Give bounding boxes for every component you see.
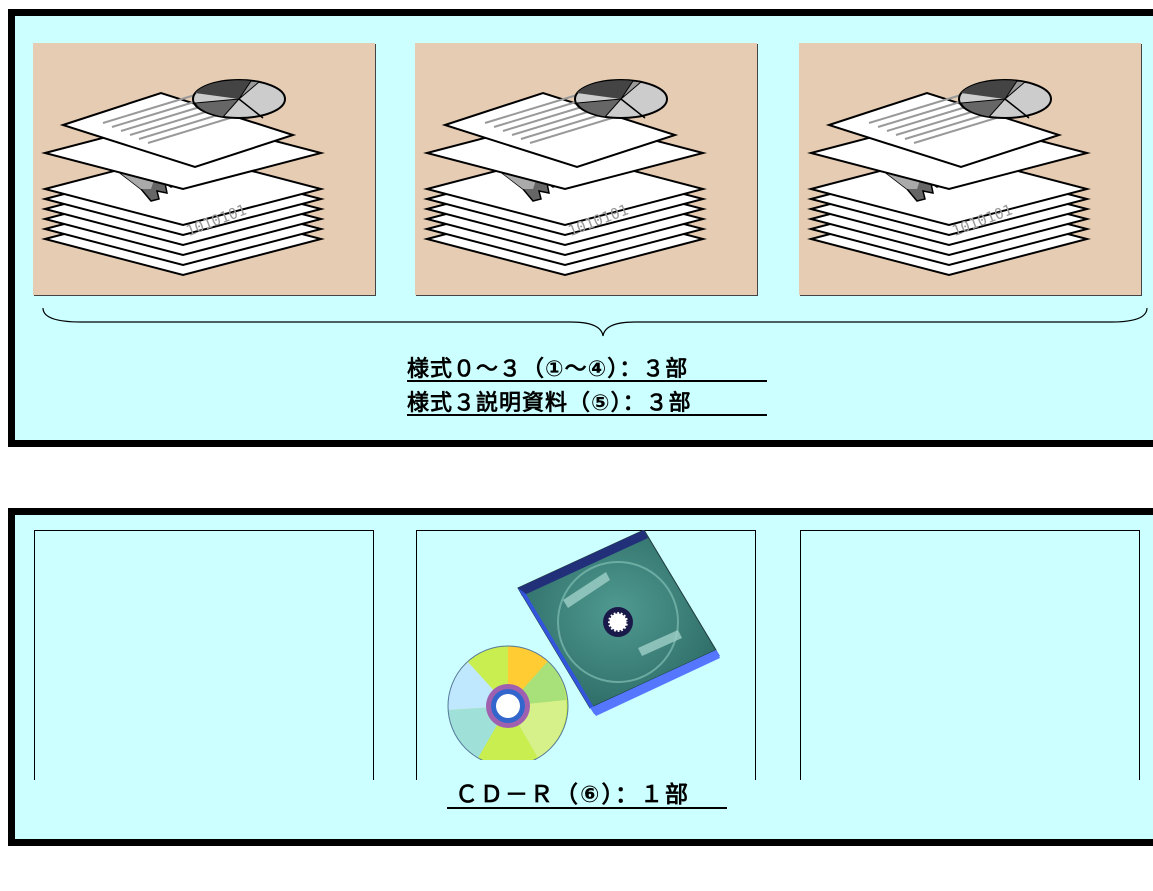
document-stack-icon: 1010101 — [807, 79, 1091, 277]
document-stack-illustration-1: 1010101 — [33, 43, 375, 295]
caption-underline — [407, 414, 767, 416]
caption-underline — [407, 380, 767, 382]
caption-underline — [447, 807, 727, 809]
document-stack-icon: 1010101 — [41, 79, 325, 277]
document-set-panel: 1010101 1010101 1010101 様式０～３（①～④）：３部 様式… — [8, 9, 1153, 447]
document-stack-illustration-3: 1010101 — [799, 43, 1141, 295]
caption-cd-r: ＣＤ－Ｒ（⑥）：１部 — [455, 782, 690, 808]
document-stack-illustration-2: 1010101 — [415, 43, 757, 295]
cd-disc-icon — [447, 645, 569, 760]
empty-slot-left — [34, 530, 374, 780]
cd-case-icon — [517, 530, 720, 716]
curly-brace — [42, 307, 1148, 337]
caption-forms: 様式０～３（①～④）：３部 — [407, 357, 689, 382]
document-stack-icon: 1010101 — [423, 79, 707, 277]
cd-r-illustration — [447, 530, 720, 760]
cd-slot — [416, 530, 756, 780]
empty-slot-right — [800, 530, 1140, 780]
caption-explanatory-materials: 様式３説明資料（⑤）：３部 — [407, 391, 692, 416]
